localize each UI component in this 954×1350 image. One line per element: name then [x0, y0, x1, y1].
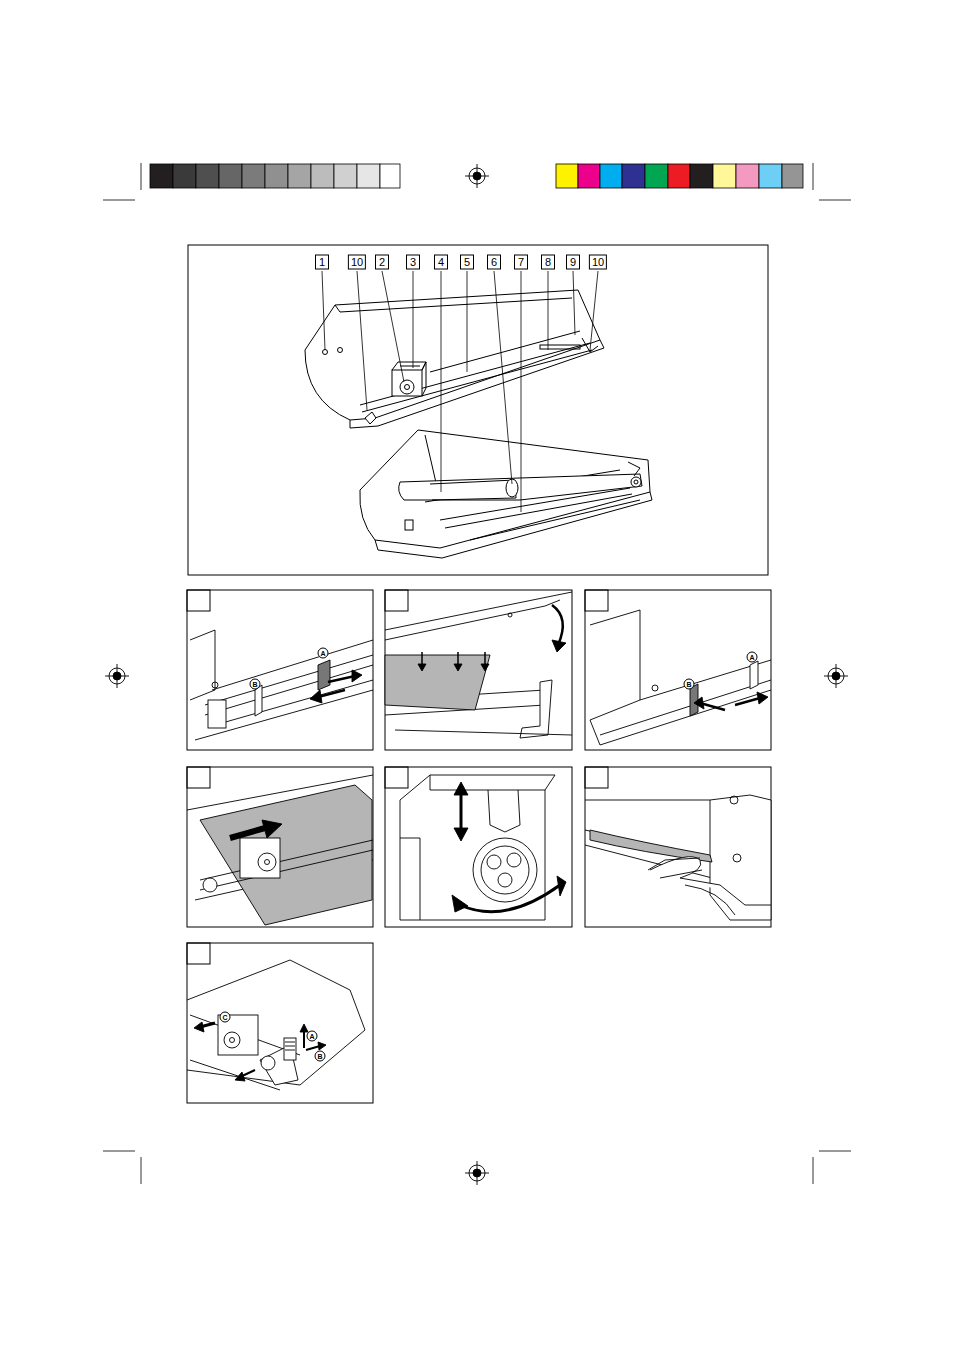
- callout-number: 5: [460, 255, 474, 270]
- callout-number: 10: [589, 255, 607, 270]
- step-letter: A: [307, 1031, 318, 1042]
- callout-number: 2: [375, 255, 389, 270]
- callout-number: 10: [348, 255, 366, 270]
- step-letter: B: [250, 679, 261, 690]
- step-letter: B: [684, 679, 695, 690]
- callout-number: 7: [514, 255, 528, 270]
- callout-number: 1: [315, 255, 329, 270]
- callout-number: 4: [434, 255, 448, 270]
- step-letter: C: [220, 1012, 231, 1023]
- step-letter: A: [747, 652, 758, 663]
- callout-number: 8: [541, 255, 555, 270]
- step-letter: B: [315, 1051, 326, 1062]
- step-letter: A: [318, 648, 329, 659]
- callout-number: 9: [566, 255, 580, 270]
- callout-number: 3: [406, 255, 420, 270]
- callout-number: 6: [487, 255, 501, 270]
